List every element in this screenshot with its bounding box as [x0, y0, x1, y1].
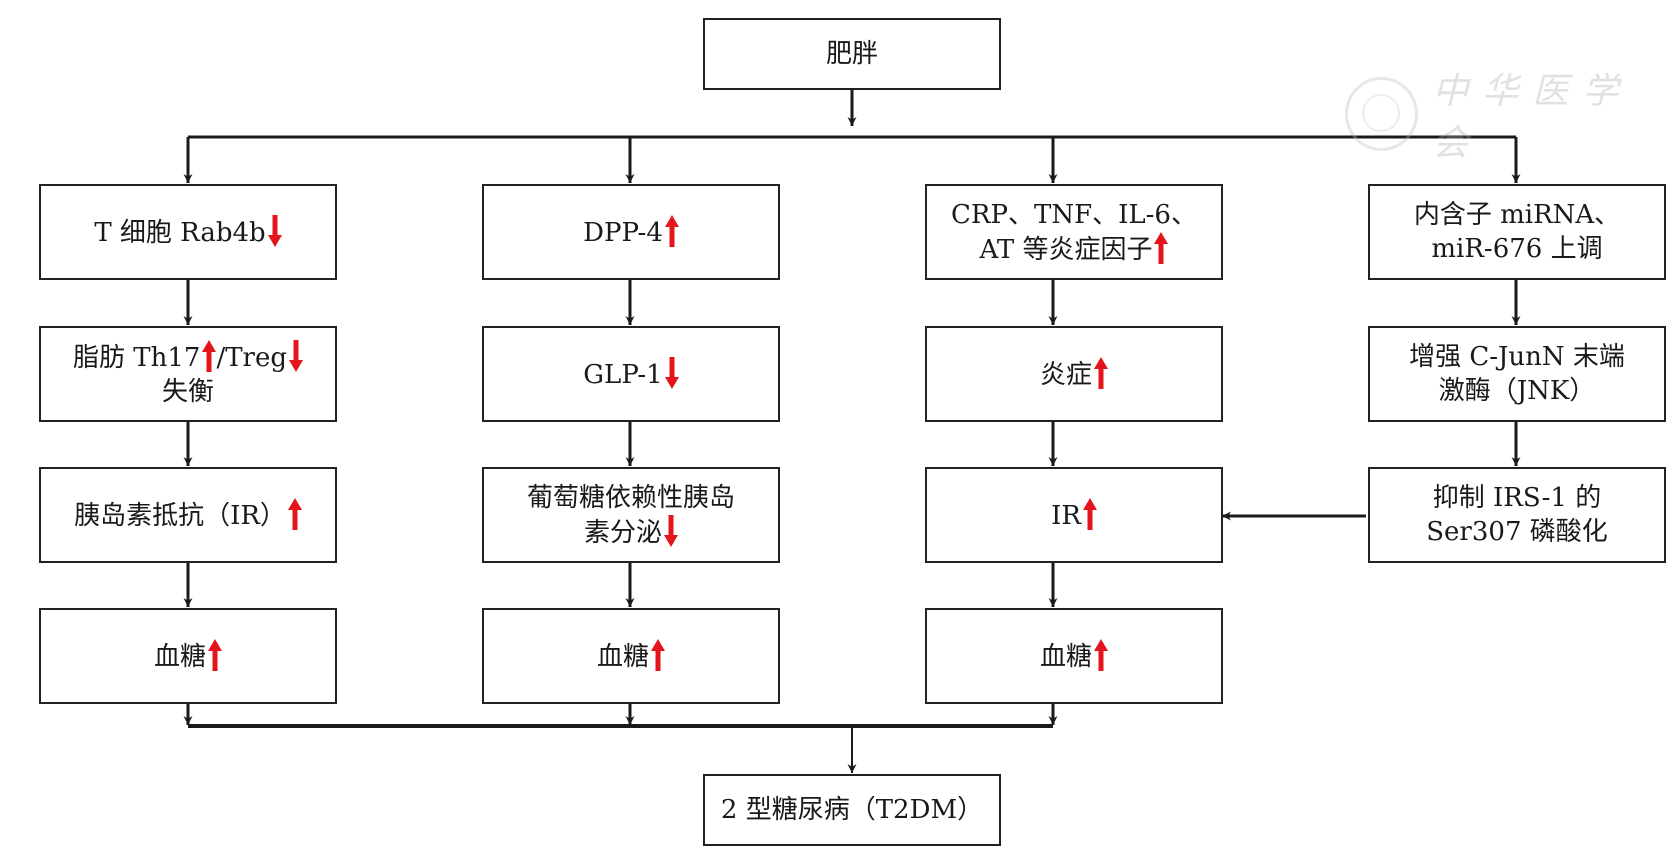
flow-box: DPP-4: [482, 184, 780, 280]
box-text: GLP-1: [583, 359, 663, 390]
down-arrow-icon: [664, 514, 678, 547]
flow-box: 血糖: [925, 608, 1223, 704]
watermark: 中华医学会: [1345, 62, 1680, 166]
watermark-text: 中华医学会: [1432, 71, 1633, 164]
up-arrow-icon: [208, 638, 222, 671]
box-text: miR-676 上调: [1431, 234, 1603, 264]
box-text: /Treg: [216, 342, 287, 373]
down-arrow-icon: [289, 339, 303, 372]
box-text: DPP-4: [583, 217, 663, 248]
box-text: 脂肪 Th17: [73, 342, 201, 373]
up-arrow-icon: [664, 214, 679, 247]
box-text: 抑制 IRS-1 的: [1432, 483, 1602, 513]
flow-box: 胰岛素抵抗（IR）: [39, 467, 337, 563]
box-text: 激酶（JNK）: [1438, 376, 1596, 406]
box-text: CRP、TNF、IL-6、: [951, 199, 1197, 230]
box-text: 血糖: [1039, 641, 1092, 672]
up-arrow-icon: [651, 638, 665, 671]
box-text: 失衡: [161, 376, 214, 407]
up-arrow-icon: [1094, 638, 1108, 671]
box-text: AT 等炎症因子: [979, 234, 1153, 265]
flow-box: GLP-1: [482, 326, 780, 422]
flow-box: T 细胞 Rab4b: [39, 184, 337, 280]
flow-box: 抑制 IRS-1 的 Ser307 磷酸化: [1368, 467, 1666, 563]
up-arrow-icon: [1154, 231, 1169, 264]
box-text: 炎症: [1039, 359, 1092, 390]
box-text: T 细胞 Rab4b: [94, 217, 266, 248]
flow-box: IR: [925, 467, 1223, 563]
up-arrow-icon: [287, 497, 302, 530]
flow-box: 葡萄糖依赖性胰岛素分泌: [482, 467, 780, 563]
down-arrow-icon: [664, 356, 679, 389]
box-text: Ser307 磷酸化: [1426, 517, 1608, 547]
flow-box: 血糖: [39, 608, 337, 704]
box-text: 增强 C-JunN 末端: [1409, 342, 1625, 372]
up-arrow-icon: [202, 339, 217, 372]
up-arrow-icon: [1082, 497, 1097, 530]
box-text: 血糖: [596, 641, 649, 672]
flow-box: 增强 C-JunN 末端激酶（JNK）: [1368, 326, 1666, 422]
society-seal-icon: [1345, 77, 1419, 151]
box-text: 素分泌: [583, 517, 662, 548]
obesity-box: 肥胖: [703, 18, 1001, 90]
box-text: 内含子 miRNA、: [1413, 200, 1621, 230]
box-text: 胰岛素抵抗（IR）: [74, 500, 286, 531]
flow-box: 血糖: [482, 608, 780, 704]
flow-box: CRP、TNF、IL-6、 AT 等炎症因子: [925, 184, 1223, 280]
box-text: IR: [1051, 500, 1081, 531]
flow-box: 炎症: [925, 326, 1223, 422]
flow-box: 内含子 miRNA、 miR-676 上调: [1368, 184, 1666, 280]
box-text: 葡萄糖依赖性胰岛: [526, 482, 735, 513]
up-arrow-icon: [1094, 356, 1108, 389]
t2dm-box: 2 型糖尿病（T2DM）: [703, 774, 1001, 846]
box-text: 血糖: [153, 641, 206, 672]
down-arrow-icon: [267, 214, 282, 247]
